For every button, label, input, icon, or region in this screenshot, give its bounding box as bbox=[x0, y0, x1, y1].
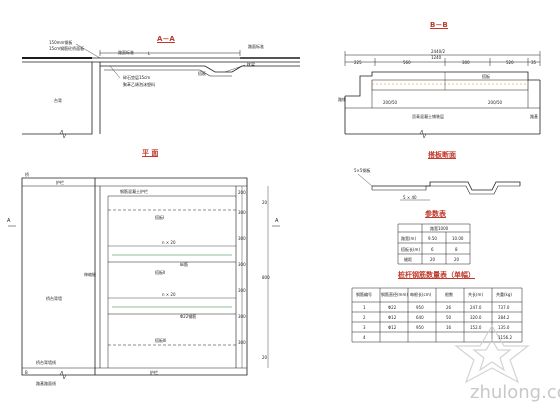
plan-spacing-1: n × 20 bbox=[162, 240, 176, 245]
aa-label-left: 台背 bbox=[54, 98, 62, 103]
plan-b-tick: B bbox=[25, 370, 28, 375]
plan-label-top: 钢筋混凝土护栏 bbox=[120, 189, 148, 194]
rebar-h1: 钢筋直径(mm) bbox=[381, 292, 408, 297]
bb-dim-inner-1: 200/50 bbox=[383, 100, 398, 105]
rebar-cell-r2-c0: 3 bbox=[363, 325, 366, 330]
plan-dim-r-3: 300 bbox=[238, 262, 246, 267]
rebar-cell-r1-c3: 50 bbox=[446, 315, 452, 320]
plan-label-tl: 桥 bbox=[25, 172, 29, 177]
rebar-cell-r3-c0: 4 bbox=[363, 335, 366, 340]
aa-label-mid4: 聚苯乙烯泡沫塑料 bbox=[123, 82, 155, 87]
rebar-cell-r0-c2: 950 bbox=[416, 305, 424, 310]
plan-dim-r-2: 300 bbox=[238, 236, 246, 241]
plan-dim-r-6: 300 bbox=[238, 340, 246, 345]
param-r0c0: 路宽(m) bbox=[401, 236, 417, 241]
aa-dim-l: L bbox=[148, 51, 151, 56]
plan-bar2: Φ22钢筋 bbox=[180, 314, 197, 319]
plan-slab2: 搭板Ⅱ bbox=[155, 270, 165, 275]
bb-dim-inner-2: 200/50 bbox=[488, 100, 503, 105]
section-aa-title: A－A bbox=[157, 35, 175, 43]
plan-joint: 伸缩缝 bbox=[84, 272, 96, 277]
section-bb-title: B－B bbox=[430, 21, 448, 29]
aa-label-top2: 15cm钢筋砼桥面板 bbox=[49, 46, 85, 51]
rebar-h2: 每根长(cm) bbox=[410, 292, 432, 297]
slab-label-left: 5×5钢板 bbox=[354, 168, 371, 173]
section-slab-title: 搭板断面 bbox=[428, 151, 456, 159]
plan-spacing-2: n × 20 bbox=[162, 292, 176, 297]
rebar-cell-r2-c3: 16 bbox=[446, 325, 452, 330]
param-r1c0: 搭板长(m) bbox=[401, 247, 421, 252]
rebar-cell-r0-c3: 26 bbox=[446, 305, 452, 310]
rebar-cell-r3-c5: 1156.2 bbox=[498, 335, 512, 340]
param-r2c1: 20 bbox=[430, 257, 436, 262]
rebar-h5: 共重(kg) bbox=[496, 292, 512, 297]
plan-dim-r2-2: 20 bbox=[262, 355, 268, 360]
rebar-cell-r2-c2: 950 bbox=[416, 325, 424, 330]
plan-a-left: A bbox=[7, 218, 11, 224]
rebar-table-title: 桩杆钢筋数量表（单幅） bbox=[398, 271, 475, 279]
rebar-cell-r0-c1: Φ22 bbox=[388, 305, 397, 310]
rebar-cell-r0-c5: 737.0 bbox=[498, 305, 510, 310]
param-header-1: 路宽1000 bbox=[430, 226, 449, 231]
plan-label-tl2: 护栏 bbox=[56, 180, 64, 185]
rebar-cell-r1-c1: Φ12 bbox=[388, 315, 397, 320]
bb-dim-total: 2440/2 bbox=[431, 49, 446, 54]
aa-label-mid3: 碎石垫层15cm bbox=[123, 75, 151, 80]
param-table-title: 参数表 bbox=[425, 210, 446, 218]
slab-label-bottom: 5 × 40 bbox=[403, 195, 417, 200]
param-r1c2: 8 bbox=[455, 247, 458, 252]
plan-bl1: 桥台背墙线 bbox=[36, 360, 56, 365]
bb-dim-1: 225 bbox=[354, 60, 362, 65]
plan-bottom: 护栏 bbox=[150, 370, 158, 375]
rebar-cell-r0-c4: 247.0 bbox=[470, 305, 482, 310]
rebar-cell-r1-c2: 640 bbox=[416, 315, 424, 320]
section-plan-title: 平 面 bbox=[142, 149, 159, 157]
bb-dim-3: 300 bbox=[462, 60, 470, 65]
plan-slab3: 搭板Ⅲ bbox=[155, 338, 166, 343]
plan-a-right: A bbox=[275, 218, 279, 224]
aa-label-mid1: 搭板 bbox=[198, 71, 206, 76]
rebar-cell-r2-c5: 135.0 bbox=[498, 325, 510, 330]
bb-dim-4: 520 bbox=[506, 60, 514, 65]
plan-dim-r-4: 300 bbox=[238, 288, 246, 293]
rebar-cell-r2-c4: 152.0 bbox=[470, 325, 482, 330]
rebar-cell-r2-c1: Φ12 bbox=[388, 325, 397, 330]
plan-bar: 纵筋 bbox=[180, 262, 188, 267]
plan-dim-r-1: 300 bbox=[238, 210, 246, 215]
plan-dim-r-5: 300 bbox=[238, 314, 246, 319]
plan-dim-r-0: 200 bbox=[238, 190, 246, 195]
param-r1c1: 6 bbox=[431, 247, 434, 252]
bb-dim-sub: 1240 bbox=[431, 55, 442, 60]
rebar-cell-r1-c5: 284.2 bbox=[498, 315, 510, 320]
param-r0c2: 10.00 bbox=[452, 236, 464, 241]
plan-dim-r2-1: 800 bbox=[262, 275, 270, 280]
bb-label-right: 路基 bbox=[530, 114, 538, 119]
bb-dim-5: 35 bbox=[531, 60, 537, 65]
rebar-cell-r0-c0: 1 bbox=[363, 305, 366, 310]
aa-label-mid2: 枕梁 bbox=[247, 62, 255, 67]
bb-label-bottom: 沥青混凝土铺装层 bbox=[412, 114, 444, 119]
aa-label-top3: 路面标准 bbox=[248, 44, 264, 49]
bb-label-mid: 搭板 bbox=[482, 74, 490, 79]
param-r2c2: 20 bbox=[454, 257, 460, 262]
plan-left-mid: 桥台背墙 bbox=[46, 296, 62, 301]
bb-label-left: 路缘 bbox=[338, 97, 346, 102]
rebar-h3: 根数 bbox=[445, 292, 453, 297]
plan-dim-r2-0: 20 bbox=[262, 200, 268, 205]
rebar-cell-r1-c4: 320.0 bbox=[470, 315, 482, 320]
plan-bl2: 路基路面线 bbox=[36, 381, 56, 386]
bb-dim-2: 560 bbox=[403, 60, 411, 65]
rebar-cell-r1-c0: 2 bbox=[363, 315, 366, 320]
aa-label-top4: 路面标准 bbox=[118, 50, 134, 55]
aa-label-top1: 150mm钢板 bbox=[49, 40, 73, 45]
rebar-h4: 共长(m) bbox=[468, 292, 484, 297]
param-r2c0: 缝距 bbox=[404, 257, 412, 262]
rebar-h0: 钢筋编号 bbox=[356, 292, 372, 297]
watermark: zhulong.com bbox=[470, 382, 560, 403]
plan-slab1: 搭板Ⅰ bbox=[155, 215, 165, 220]
param-r0c1: 9.50 bbox=[428, 236, 437, 241]
